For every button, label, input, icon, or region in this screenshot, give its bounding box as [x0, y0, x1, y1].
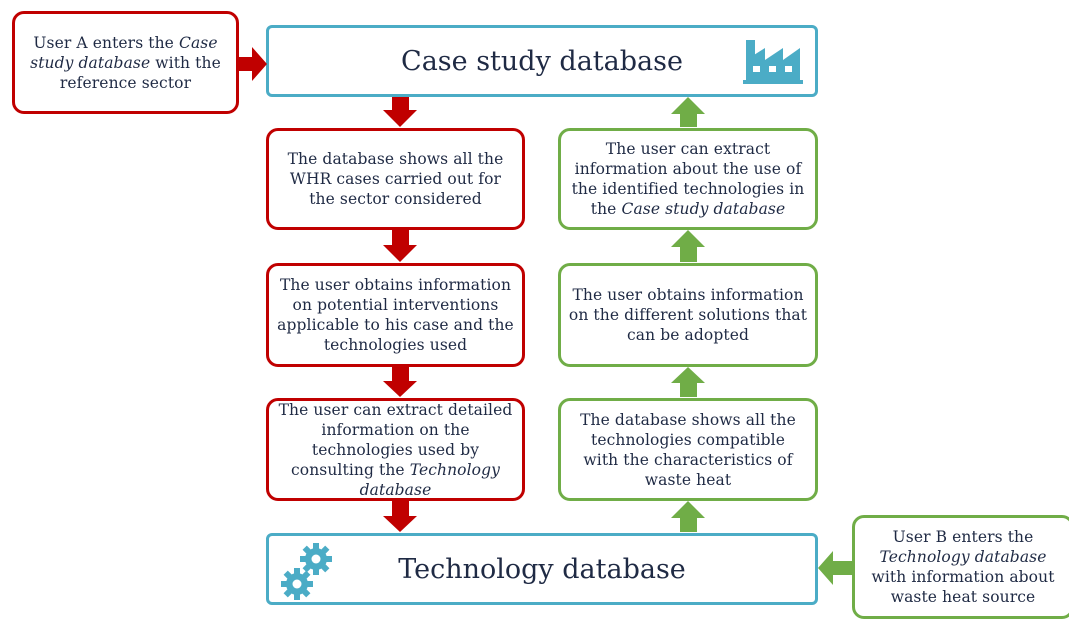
red-step-3-text: The user can extract detailed informatio… [278, 400, 513, 499]
gears-icon [281, 543, 332, 600]
red-step-2: The user obtains information on potentia… [266, 263, 525, 367]
green-step-2: The user obtains information on the diff… [558, 263, 818, 367]
factory-icon [743, 40, 803, 84]
arrow-red-down-2 [383, 230, 417, 262]
arrow-green-up-4 [671, 501, 705, 532]
arrow-red-down-4 [383, 501, 417, 532]
user-b-text: User B enters the Technology database wi… [871, 528, 1055, 606]
green-step-1: The user can extract information about t… [558, 128, 818, 230]
arrow-user-b-to-tech-db [818, 551, 852, 585]
arrow-green-up-2 [671, 230, 705, 262]
user-b-box: User B enters the Technology database wi… [852, 515, 1069, 619]
case-study-database-box: Case study database [266, 25, 818, 97]
arrow-user-a-to-case-db [239, 47, 267, 81]
arrow-red-down-1 [383, 97, 417, 127]
red-step-1: The database shows all the WHR cases car… [266, 128, 525, 230]
case-study-database-title: Case study database [401, 45, 683, 77]
green-step-3: The database shows all the technologies … [558, 398, 818, 501]
green-step-1-text: The user can extract information about t… [571, 140, 805, 218]
technology-database-title: Technology database [398, 553, 686, 585]
arrow-green-up-1 [671, 97, 705, 127]
arrow-red-down-3 [383, 367, 417, 397]
user-a-box: User A enters the Case study database wi… [12, 11, 239, 114]
technology-database-box: Technology database [266, 533, 818, 605]
user-a-text: User A enters the Case study database wi… [30, 33, 221, 92]
arrow-green-up-3 [671, 367, 705, 397]
red-step-3: The user can extract detailed informatio… [266, 398, 525, 501]
